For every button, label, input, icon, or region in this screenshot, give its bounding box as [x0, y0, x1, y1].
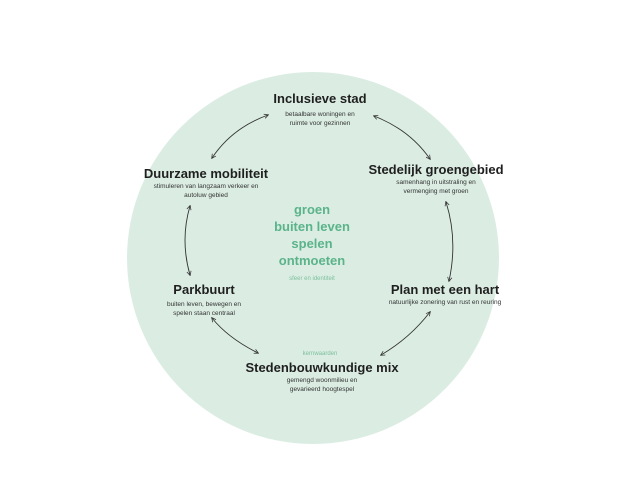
node-title: Stedelijk groengebied [368, 162, 504, 177]
node-description: natuurlijke zonering van rust en reuring [388, 299, 502, 306]
node-description: samenhang in uitstraling en vermenging m… [396, 179, 476, 195]
node-description: stimuleren van langzaam verkeer en autol… [153, 183, 259, 199]
center-core-values: groen buiten leven spelen ontmoeten sfee… [250, 201, 374, 283]
arrow-plan-mix [381, 312, 430, 355]
node-duurzame-mobiliteit: Duurzame mobiliteit stimuleren van langz… [134, 166, 278, 200]
node-stedelijk-groengebied: Stedelijk groengebied samenhang in uitst… [360, 162, 512, 196]
node-title: Duurzame mobiliteit [143, 166, 269, 181]
node-description: buiten leven, bewegen en spelen staan ce… [166, 301, 242, 317]
node-description: gemengd woonmilieu en gevarieerd hoogtes… [286, 377, 358, 393]
core-word: ontmoeten [278, 253, 346, 268]
node-stedenbouwkundige-mix: Stedenbouwkundige mix gemengd woonmilieu… [232, 360, 412, 394]
arrow-mobiliteit-inclusieve [212, 115, 268, 158]
node-inclusieve-stad: Inclusieve stad betaalbare woningen en r… [258, 91, 382, 128]
node-title: Stedenbouwkundige mix [245, 360, 399, 375]
core-word: spelen [291, 236, 333, 251]
node-description: betaalbare woningen en ruimte voor gezin… [285, 111, 355, 127]
core-word: groen [293, 202, 331, 217]
arrow-stedelijk-plan [446, 202, 454, 281]
kernwaarden-label: kernwaarden [302, 351, 338, 357]
node-title: Inclusieve stad [273, 91, 367, 106]
node-title: Plan met een hart [390, 282, 500, 297]
node-title: Parkbuurt [173, 282, 235, 297]
node-plan-met-een-hart: Plan met een hart natuurlijke zonering v… [370, 282, 520, 308]
arrow-parkbuurt-mobiliteit [184, 206, 190, 275]
arrow-inclusieve-stedelijk [374, 116, 430, 159]
node-parkbuurt: Parkbuurt buiten leven, bewegen en spele… [152, 282, 256, 318]
arrow-mix-parkbuurt [212, 318, 258, 353]
center-caption: sfeer en identiteit [289, 276, 335, 282]
core-word: buiten leven [274, 219, 350, 234]
